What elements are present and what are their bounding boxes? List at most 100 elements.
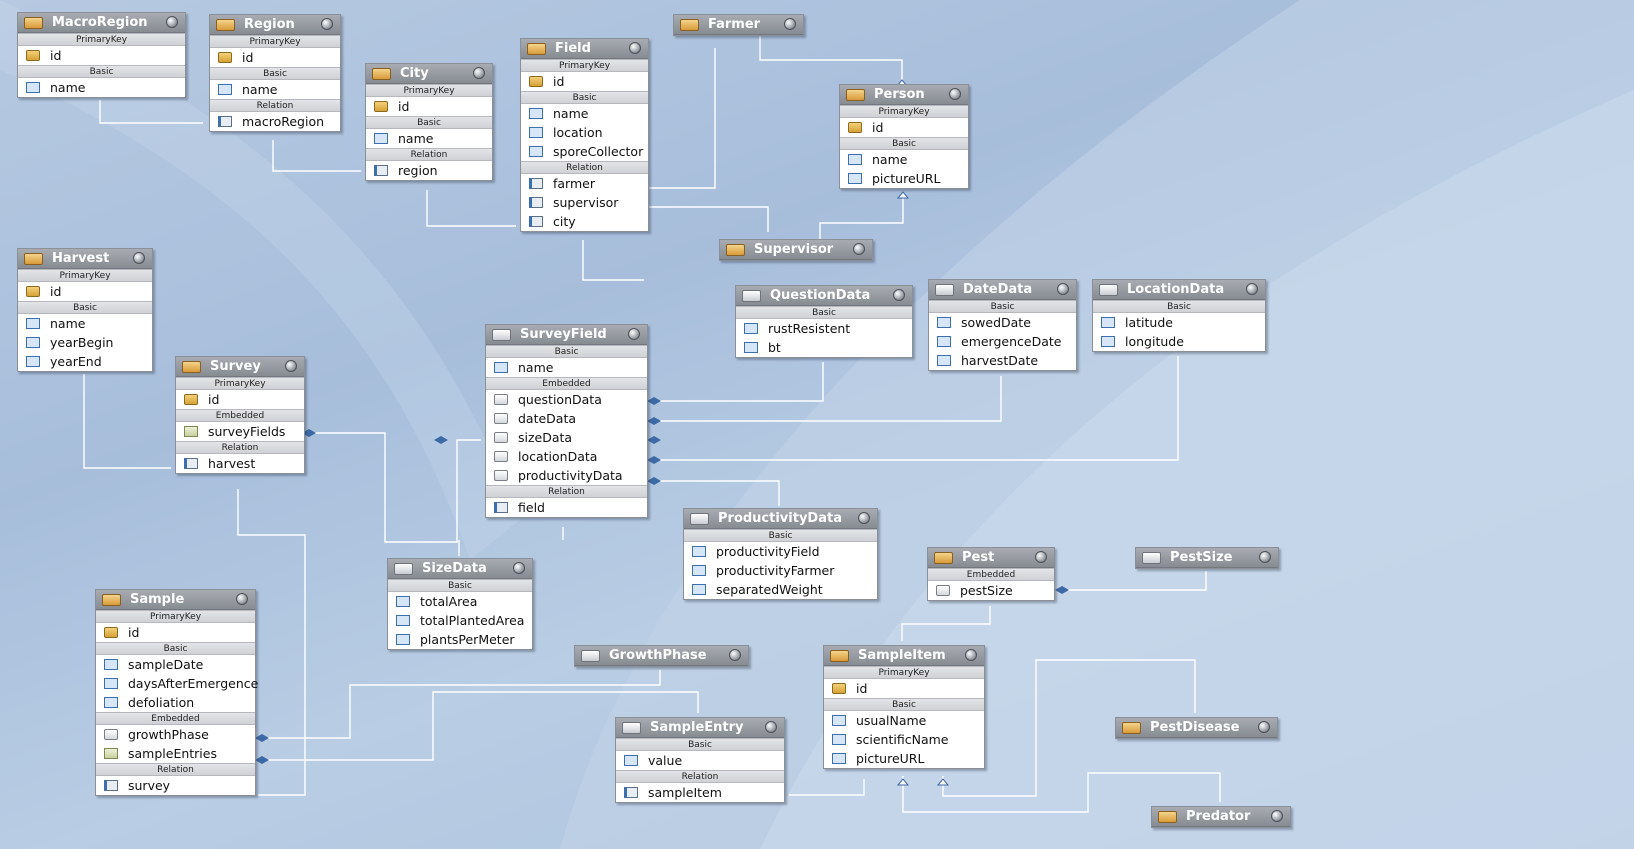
field-row[interactable]: locationData bbox=[486, 447, 647, 466]
field-row[interactable]: id bbox=[176, 390, 304, 409]
field-row[interactable]: scientificName bbox=[824, 730, 984, 749]
entity-header[interactable]: DateData bbox=[929, 280, 1076, 300]
field-row[interactable]: location bbox=[521, 123, 648, 142]
field-row[interactable]: id bbox=[366, 97, 492, 116]
field-row[interactable]: macroRegion bbox=[210, 112, 340, 131]
collapse-toggle-icon[interactable] bbox=[321, 18, 333, 30]
field-row[interactable]: daysAfterEmergence bbox=[96, 674, 258, 693]
field-row[interactable]: supervisor bbox=[521, 193, 648, 212]
field-row[interactable]: rustResistent bbox=[736, 319, 912, 338]
entity-header[interactable]: Pest bbox=[928, 548, 1054, 568]
entity-header[interactable]: Supervisor bbox=[720, 240, 872, 260]
field-row[interactable]: sizeData bbox=[486, 428, 647, 447]
entity-growthphase[interactable]: GrowthPhase bbox=[574, 645, 749, 667]
collapse-toggle-icon[interactable] bbox=[629, 42, 641, 54]
collapse-toggle-icon[interactable] bbox=[853, 243, 865, 255]
field-row[interactable]: productivityData bbox=[486, 466, 647, 485]
field-row[interactable]: farmer bbox=[521, 174, 648, 193]
field-row[interactable]: productivityField bbox=[684, 542, 877, 561]
collapse-toggle-icon[interactable] bbox=[729, 649, 741, 661]
field-row[interactable]: surveyFields bbox=[176, 422, 304, 441]
collapse-toggle-icon[interactable] bbox=[133, 252, 145, 264]
collapse-toggle-icon[interactable] bbox=[765, 721, 777, 733]
field-row[interactable]: productivityFarmer bbox=[684, 561, 877, 580]
field-row[interactable]: separatedWeight bbox=[684, 580, 877, 599]
collapse-toggle-icon[interactable] bbox=[965, 649, 977, 661]
collapse-toggle-icon[interactable] bbox=[1258, 721, 1270, 733]
entity-header[interactable]: PestSize bbox=[1136, 548, 1278, 568]
field-row[interactable]: sporeCollector bbox=[521, 142, 648, 161]
field-row[interactable]: name bbox=[210, 80, 340, 99]
field-row[interactable]: survey bbox=[96, 776, 255, 795]
collapse-toggle-icon[interactable] bbox=[1246, 283, 1258, 295]
collapse-toggle-icon[interactable] bbox=[858, 512, 870, 524]
entity-header[interactable]: SizeData bbox=[388, 559, 532, 579]
collapse-toggle-icon[interactable] bbox=[949, 88, 961, 100]
collapse-toggle-icon[interactable] bbox=[1057, 283, 1069, 295]
collapse-toggle-icon[interactable] bbox=[236, 593, 248, 605]
field-row[interactable]: value bbox=[616, 751, 784, 770]
entity-supervisor[interactable]: Supervisor bbox=[719, 239, 873, 261]
field-row[interactable]: sampleItem bbox=[616, 783, 784, 802]
field-row[interactable]: id bbox=[18, 282, 152, 301]
collapse-toggle-icon[interactable] bbox=[1035, 551, 1047, 563]
field-row[interactable]: dateData bbox=[486, 409, 647, 428]
field-row[interactable]: yearEnd bbox=[18, 352, 152, 371]
field-row[interactable]: totalArea bbox=[388, 592, 532, 611]
field-row[interactable]: growthPhase bbox=[96, 725, 255, 744]
entity-pestdisease[interactable]: PestDisease bbox=[1115, 717, 1278, 739]
entity-header[interactable]: Harvest bbox=[18, 249, 152, 269]
collapse-toggle-icon[interactable] bbox=[628, 328, 640, 340]
field-row[interactable]: id bbox=[18, 46, 185, 65]
field-row[interactable]: id bbox=[210, 48, 340, 67]
entity-header[interactable]: ProductivityData bbox=[684, 509, 877, 529]
entity-header[interactable]: Region bbox=[210, 15, 340, 35]
field-row[interactable]: emergenceDate bbox=[929, 332, 1076, 351]
entity-header[interactable]: GrowthPhase bbox=[575, 646, 748, 666]
entity-predator[interactable]: Predator bbox=[1151, 806, 1291, 828]
field-row[interactable]: longitude bbox=[1093, 332, 1265, 351]
entity-farmer[interactable]: Farmer bbox=[673, 14, 804, 36]
field-row[interactable]: latitude bbox=[1093, 313, 1265, 332]
field-row[interactable]: id bbox=[521, 72, 648, 91]
collapse-toggle-icon[interactable] bbox=[1259, 551, 1271, 563]
collapse-toggle-icon[interactable] bbox=[285, 360, 297, 372]
entity-header[interactable]: PestDisease bbox=[1116, 718, 1277, 738]
field-row[interactable]: name bbox=[18, 314, 152, 333]
collapse-toggle-icon[interactable] bbox=[893, 289, 905, 301]
field-row[interactable]: defoliation bbox=[96, 693, 255, 712]
field-row[interactable]: name bbox=[486, 358, 647, 377]
field-row[interactable]: name bbox=[840, 150, 968, 169]
entity-header[interactable]: SampleItem bbox=[824, 646, 984, 666]
field-row[interactable]: usualName bbox=[824, 711, 984, 730]
entity-pestsize[interactable]: PestSize bbox=[1135, 547, 1279, 569]
field-row[interactable]: id bbox=[824, 679, 984, 698]
entity-header[interactable]: SampleEntry bbox=[616, 718, 784, 738]
entity-header[interactable]: MacroRegion bbox=[18, 13, 185, 33]
field-row[interactable]: totalPlantedArea bbox=[388, 611, 532, 630]
collapse-toggle-icon[interactable] bbox=[166, 16, 178, 28]
field-row[interactable]: yearBegin bbox=[18, 333, 152, 352]
field-row[interactable]: questionData bbox=[486, 390, 647, 409]
field-row[interactable]: bt bbox=[736, 338, 912, 357]
field-row[interactable]: id bbox=[840, 118, 968, 137]
field-row[interactable]: harvest bbox=[176, 454, 304, 473]
entity-header[interactable]: LocationData bbox=[1093, 280, 1265, 300]
collapse-toggle-icon[interactable] bbox=[1271, 810, 1283, 822]
entity-header[interactable]: Person bbox=[840, 85, 968, 105]
field-row[interactable]: pictureURL bbox=[824, 749, 984, 768]
